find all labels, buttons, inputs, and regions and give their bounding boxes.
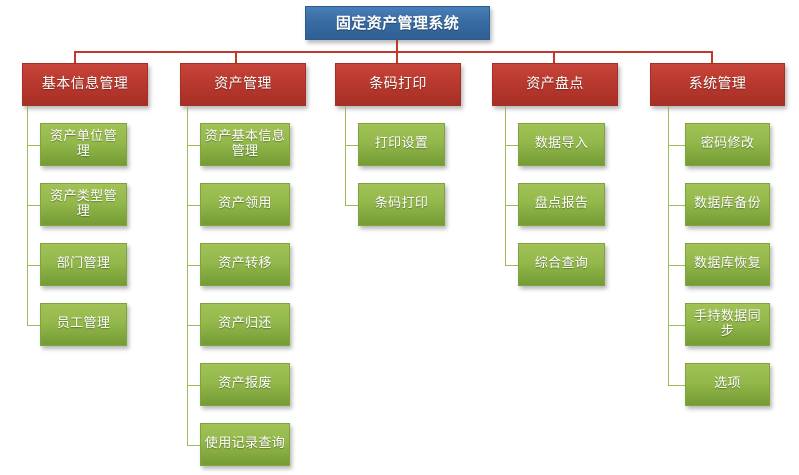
node-branch-1-child-4[interactable]: 员工管理 bbox=[40, 303, 127, 346]
connector-branch-1-child-2 bbox=[27, 205, 40, 206]
node-branch-1-child-3[interactable]: 部门管理 bbox=[40, 243, 127, 286]
connector-branch-2-child-1 bbox=[187, 145, 200, 146]
connector-branch-1-child-4 bbox=[27, 325, 40, 326]
connector-branch-3-child-1 bbox=[345, 145, 358, 146]
node-branch-5-child-5[interactable]: 选项 bbox=[685, 363, 770, 406]
node-branch-2-child-2[interactable]: 资产领用 bbox=[200, 183, 290, 226]
node-branch-2-child-4[interactable]: 资产归还 bbox=[200, 303, 290, 346]
node-branch-5-child-2-label: 数据库备份 bbox=[693, 196, 761, 212]
node-root[interactable]: 固定资产管理系统 bbox=[305, 6, 490, 40]
node-branch-3-label: 条码打印 bbox=[369, 75, 427, 92]
connector-root-bus bbox=[74, 51, 711, 53]
connector-bus-to-branch-1 bbox=[74, 51, 76, 63]
connector-branch-4-child-3 bbox=[505, 265, 518, 266]
node-branch-5[interactable]: 系统管理 bbox=[650, 63, 785, 106]
connector-branch-4-child-2 bbox=[505, 205, 518, 206]
connector-bus-to-branch-2 bbox=[235, 51, 237, 63]
connector-branch-4-spine bbox=[505, 106, 506, 266]
connector-branch-1-child-3 bbox=[27, 265, 40, 266]
node-branch-2-child-6[interactable]: 使用记录查询 bbox=[200, 423, 290, 466]
node-branch-2[interactable]: 资产管理 bbox=[180, 63, 306, 106]
node-branch-3-child-2[interactable]: 条码打印 bbox=[358, 183, 445, 226]
node-branch-4-child-2-label: 盘点报告 bbox=[534, 196, 589, 212]
connector-branch-5-spine bbox=[668, 106, 669, 386]
connector-bus-to-branch-5 bbox=[711, 51, 713, 63]
node-root-label: 固定资产管理系统 bbox=[335, 13, 460, 32]
node-branch-3-child-1[interactable]: 打印设置 bbox=[358, 123, 445, 166]
node-branch-5-child-3[interactable]: 数据库恢复 bbox=[685, 243, 770, 286]
connector-root-stem bbox=[396, 40, 398, 52]
node-branch-2-child-3-label: 资产转移 bbox=[218, 256, 272, 272]
node-branch-4-label: 资产盘点 bbox=[526, 75, 584, 92]
node-branch-1-child-1[interactable]: 资产单位管理 bbox=[40, 123, 127, 166]
node-branch-4-child-3[interactable]: 综合查询 bbox=[518, 243, 605, 286]
node-branch-3-child-2-label: 条码打印 bbox=[374, 196, 429, 212]
connector-branch-2-child-4 bbox=[187, 325, 200, 326]
node-branch-5-child-2[interactable]: 数据库备份 bbox=[685, 183, 770, 226]
connector-branch-1-spine bbox=[27, 106, 28, 326]
node-branch-1[interactable]: 基本信息管理 bbox=[22, 63, 148, 106]
node-branch-2-child-5-label: 资产报废 bbox=[218, 376, 272, 392]
node-branch-4-child-1-label: 数据导入 bbox=[534, 136, 589, 152]
node-branch-1-label: 基本信息管理 bbox=[41, 75, 129, 92]
node-branch-5-child-3-label: 数据库恢复 bbox=[693, 256, 761, 272]
connector-bus-to-branch-3 bbox=[396, 51, 398, 63]
node-branch-2-label: 资产管理 bbox=[214, 75, 272, 92]
node-branch-2-child-4-label: 资产归还 bbox=[218, 316, 272, 332]
connector-branch-5-child-1 bbox=[668, 145, 685, 146]
node-branch-5-label: 系统管理 bbox=[688, 75, 747, 92]
node-branch-1-child-2-label: 资产类型管理 bbox=[49, 188, 117, 219]
node-branch-3[interactable]: 条码打印 bbox=[335, 63, 461, 106]
connector-branch-5-child-4 bbox=[668, 325, 685, 326]
node-branch-3-child-1-label: 打印设置 bbox=[374, 136, 429, 152]
node-branch-5-child-1[interactable]: 密码修改 bbox=[685, 123, 770, 166]
node-branch-4-child-3-label: 综合查询 bbox=[534, 256, 589, 272]
node-branch-4[interactable]: 资产盘点 bbox=[492, 63, 618, 106]
node-branch-5-child-1-label: 密码修改 bbox=[700, 136, 755, 152]
connector-branch-2-child-3 bbox=[187, 265, 200, 266]
node-branch-2-child-2-label: 资产领用 bbox=[218, 196, 272, 212]
connector-branch-3-child-2 bbox=[345, 205, 358, 206]
connector-branch-4-child-1 bbox=[505, 145, 518, 146]
node-branch-1-child-1-label: 资产单位管理 bbox=[49, 128, 117, 159]
connector-branch-3-spine bbox=[345, 106, 346, 206]
node-branch-5-child-5-label: 选项 bbox=[714, 376, 741, 392]
node-branch-4-child-2[interactable]: 盘点报告 bbox=[518, 183, 605, 226]
connector-branch-5-child-5 bbox=[668, 385, 685, 386]
node-branch-1-child-2[interactable]: 资产类型管理 bbox=[40, 183, 127, 226]
node-branch-2-child-1[interactable]: 资产基本信息管理 bbox=[200, 123, 290, 166]
connector-branch-2-child-2 bbox=[187, 205, 200, 206]
node-branch-1-child-3-label: 部门管理 bbox=[56, 256, 111, 272]
connector-branch-5-child-2 bbox=[668, 205, 685, 206]
node-branch-5-child-4-label: 手持数据同步 bbox=[693, 308, 761, 339]
connector-branch-2-spine bbox=[187, 106, 188, 445]
node-branch-5-child-4[interactable]: 手持数据同步 bbox=[685, 303, 770, 346]
node-branch-4-child-1[interactable]: 数据导入 bbox=[518, 123, 605, 166]
connector-branch-1-child-1 bbox=[27, 145, 40, 146]
connector-bus-to-branch-4 bbox=[553, 51, 555, 63]
node-branch-2-child-1-label: 资产基本信息管理 bbox=[204, 128, 286, 159]
connector-branch-5-child-3 bbox=[668, 265, 685, 266]
node-branch-2-child-3[interactable]: 资产转移 bbox=[200, 243, 290, 286]
node-branch-2-child-5[interactable]: 资产报废 bbox=[200, 363, 290, 406]
node-branch-1-child-4-label: 员工管理 bbox=[56, 316, 111, 332]
connector-branch-2-child-5 bbox=[187, 385, 200, 386]
node-branch-2-child-6-label: 使用记录查询 bbox=[204, 436, 286, 452]
connector-branch-2-child-6 bbox=[187, 445, 200, 446]
